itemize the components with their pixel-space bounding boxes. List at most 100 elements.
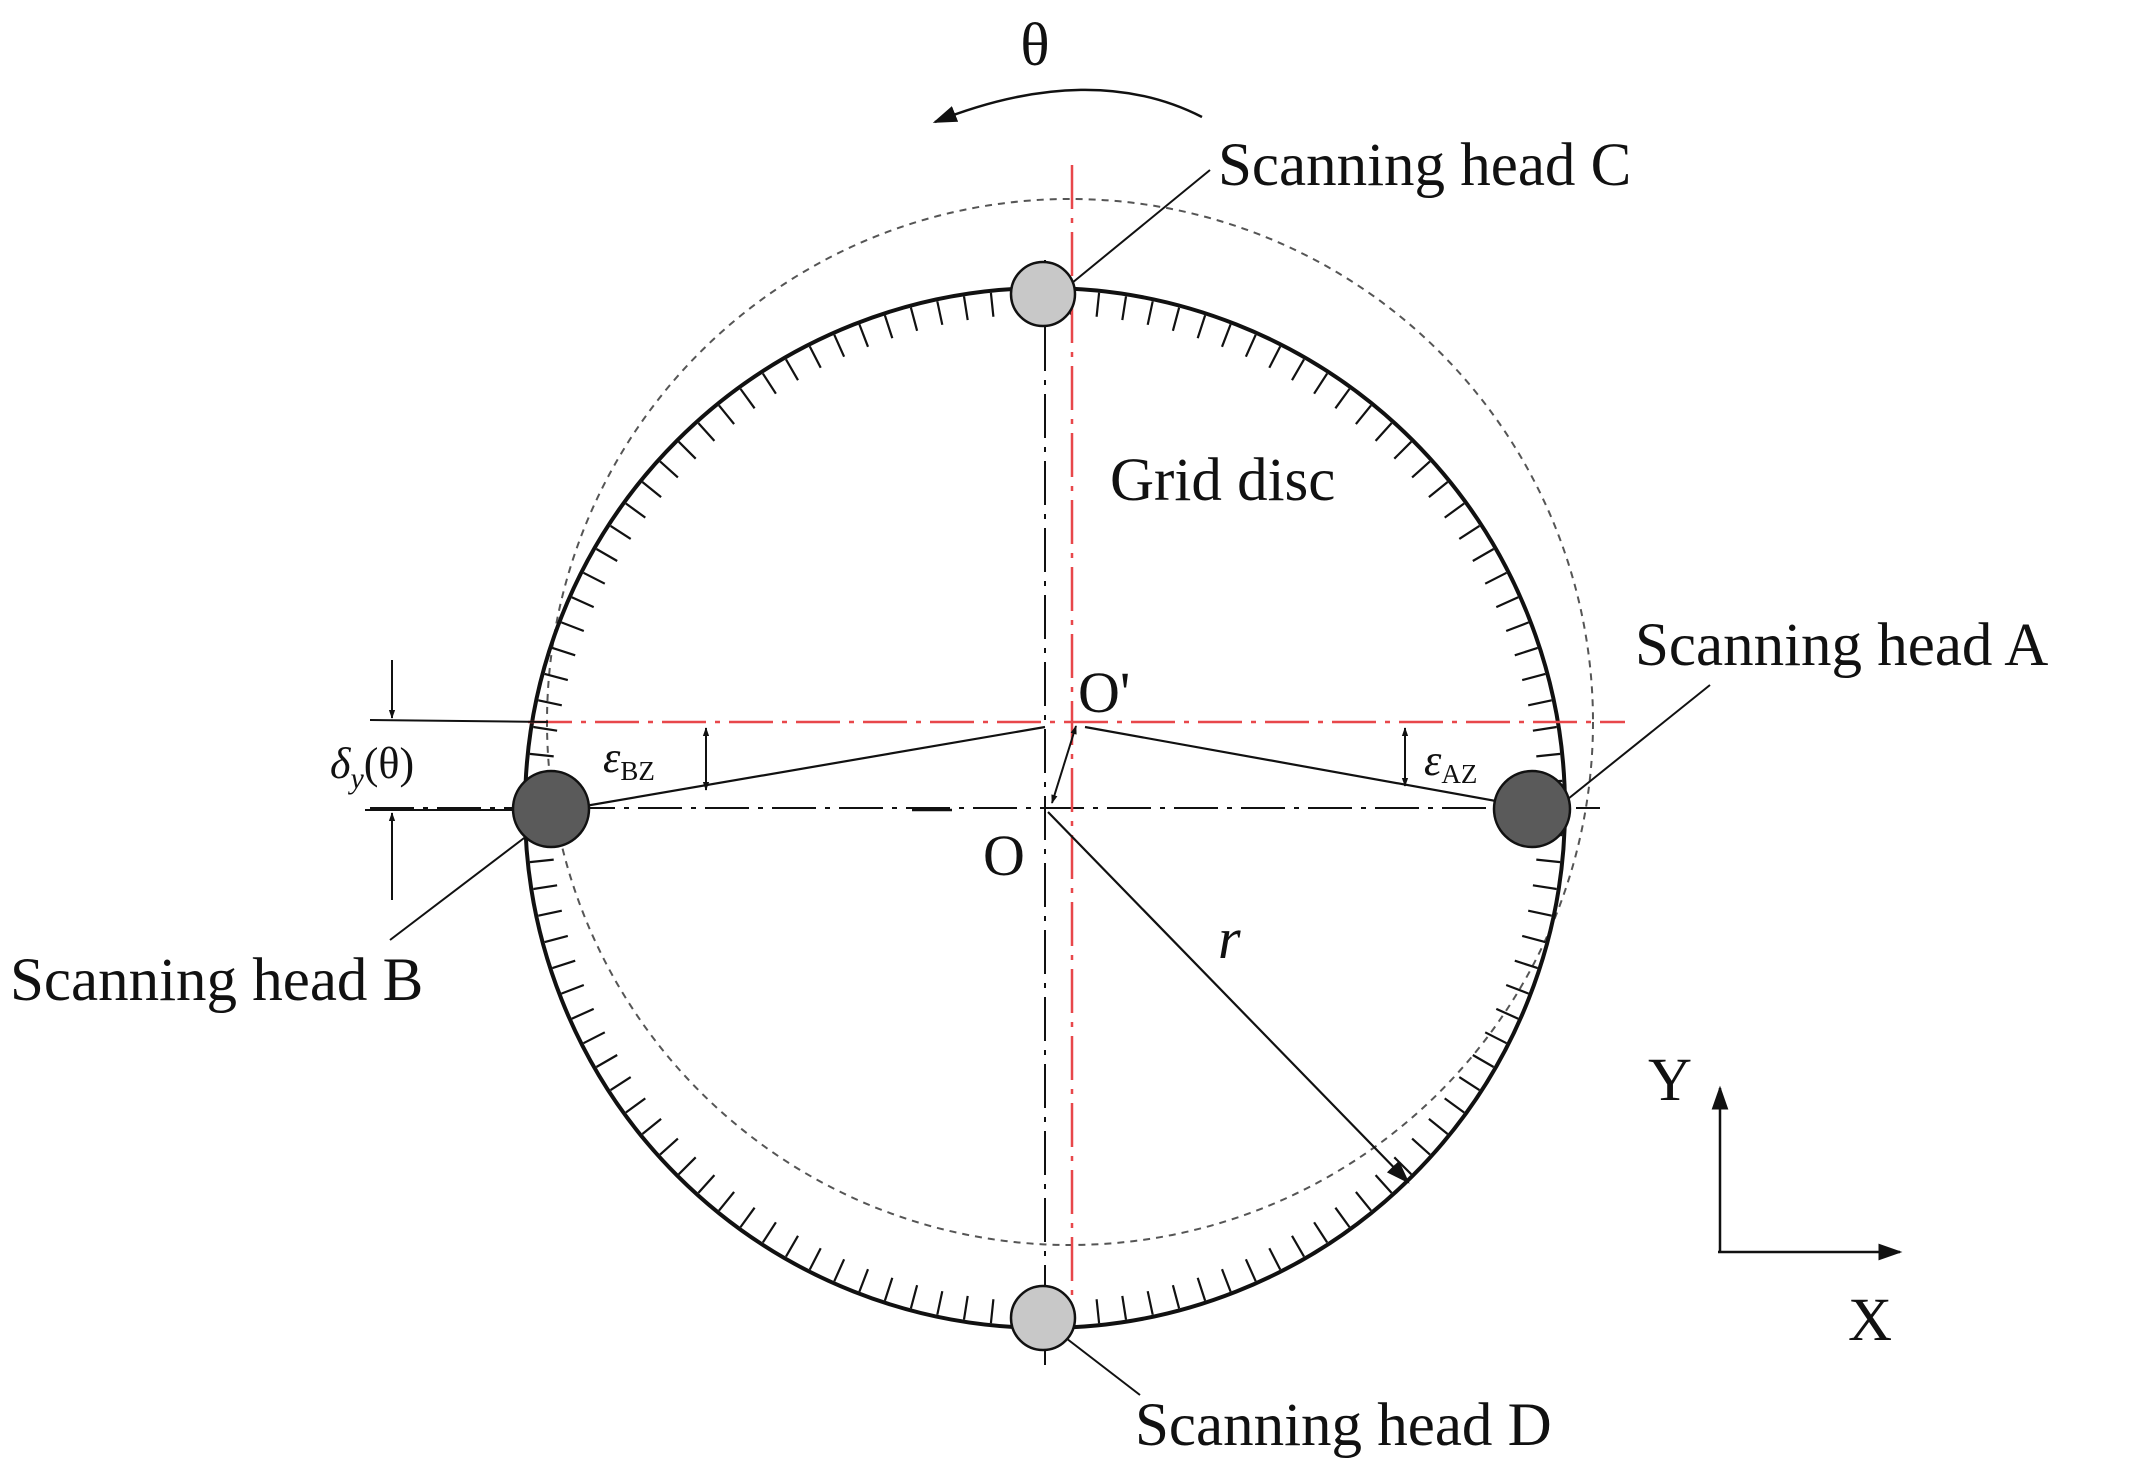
grid-disc-ticks <box>527 290 1563 1326</box>
leader-head-b <box>389 831 533 941</box>
grid-tick <box>659 460 679 479</box>
grid-tick <box>544 672 569 682</box>
delta-extension-top <box>369 719 549 723</box>
grid-tick <box>1411 1137 1431 1156</box>
grid-tick <box>1505 621 1529 633</box>
grid-tick <box>909 1284 919 1309</box>
grid-tick <box>1244 1258 1257 1282</box>
grid-tick <box>1244 334 1257 358</box>
grid-tick <box>1495 596 1519 609</box>
grid-tick <box>1121 296 1128 321</box>
grid-tick <box>595 1054 618 1068</box>
grid-tick <box>1313 1221 1329 1243</box>
line-o-prime-to-a <box>1084 725 1536 810</box>
theta-rotation-arrow <box>932 88 1203 124</box>
grid-tick <box>529 752 554 758</box>
eccentricity-arrow <box>1051 725 1077 804</box>
grid-tick <box>595 548 618 562</box>
grid-tick <box>533 725 558 732</box>
grid-tick <box>538 909 563 917</box>
epsilon-az-symbol: ε <box>1424 736 1442 785</box>
grid-tick <box>962 296 969 321</box>
grid-tick <box>1291 1235 1305 1258</box>
grid-tick <box>936 301 944 326</box>
grid-tick <box>1428 481 1449 498</box>
grid-tick <box>1532 884 1557 891</box>
grid-tick <box>785 358 799 381</box>
grid-tick <box>571 1007 595 1020</box>
grid-tick <box>659 1137 679 1156</box>
grid-tick <box>625 502 646 519</box>
epsilon-az-label: εAZ <box>1424 736 1477 789</box>
head-b-label: Scanning head B <box>10 947 423 1014</box>
grid-tick <box>1146 301 1154 326</box>
grid-tick <box>1505 983 1529 995</box>
grid-tick <box>1374 422 1393 442</box>
axis-x-label: X <box>1848 1287 1892 1354</box>
grid-tick <box>697 422 716 442</box>
grid-tick <box>1484 1031 1508 1045</box>
grid-tick <box>858 324 870 348</box>
grid-tick <box>833 1258 846 1282</box>
grid-tick <box>1095 292 1101 317</box>
epsilon-bz-label: εBZ <box>603 733 655 786</box>
grid-tick <box>739 388 756 409</box>
grid-tick <box>1495 1007 1519 1020</box>
grid-tick <box>677 440 697 460</box>
grid-tick <box>529 858 554 864</box>
grid-tick <box>610 524 632 540</box>
grid-tick <box>538 699 563 707</box>
epsilon-az-subscript: AZ <box>1441 759 1477 789</box>
grid-tick <box>1527 699 1552 707</box>
grid-disc-label: Grid disc <box>1110 447 1335 514</box>
grid-tick <box>1458 1076 1480 1092</box>
grid-tick <box>1532 725 1557 732</box>
grid-tick <box>1514 646 1538 657</box>
o-prime-label: O' <box>1078 660 1130 725</box>
delta-subscript: y <box>347 762 364 795</box>
grid-tick <box>1121 1295 1128 1320</box>
scanning-head-a <box>1492 769 1572 849</box>
grid-tick <box>761 1221 777 1243</box>
grid-tick <box>1355 1191 1372 1212</box>
grid-tick <box>1527 909 1552 917</box>
grid-tick <box>582 571 606 585</box>
grid-tick <box>552 646 576 657</box>
grid-tick <box>833 334 846 358</box>
grid-tick <box>1514 959 1538 970</box>
grid-tick <box>697 1174 716 1194</box>
radius-arrow <box>1047 811 1410 1184</box>
head-d-label: Scanning head D <box>1135 1392 1552 1459</box>
grid-tick <box>1196 1277 1207 1301</box>
grid-tick <box>808 345 822 369</box>
grid-tick <box>739 1207 756 1228</box>
grid-tick <box>552 959 576 970</box>
epsilon-bz-symbol: ε <box>603 733 621 782</box>
grid-tick <box>1146 1290 1154 1315</box>
grid-tick <box>1220 1268 1232 1292</box>
grid-tick <box>1444 502 1465 519</box>
theta-label: θ <box>1020 12 1049 79</box>
grid-tick <box>989 1299 995 1324</box>
leader-head-c <box>1071 169 1211 284</box>
grid-tick <box>561 983 585 995</box>
delta-symbol: δ <box>330 739 352 788</box>
scanning-head-d <box>1009 1284 1077 1352</box>
head-a-label: Scanning head A <box>1635 612 2048 679</box>
grid-tick <box>641 1118 662 1135</box>
grid-tick <box>1428 1118 1449 1135</box>
grid-tick <box>1444 1097 1465 1114</box>
leader-head-a <box>1547 684 1711 816</box>
grid-tick <box>1458 524 1480 540</box>
grid-tick <box>761 373 777 395</box>
grid-tick <box>989 292 995 317</box>
grid-tick <box>883 315 894 339</box>
grid-tick <box>1536 858 1561 864</box>
grid-tick <box>1268 1247 1282 1271</box>
grid-tick <box>1171 307 1181 332</box>
grid-tick <box>1393 440 1413 460</box>
head-c-label: Scanning head C <box>1218 132 1631 199</box>
grid-tick <box>1171 1284 1181 1309</box>
grid-tick <box>1374 1174 1393 1194</box>
